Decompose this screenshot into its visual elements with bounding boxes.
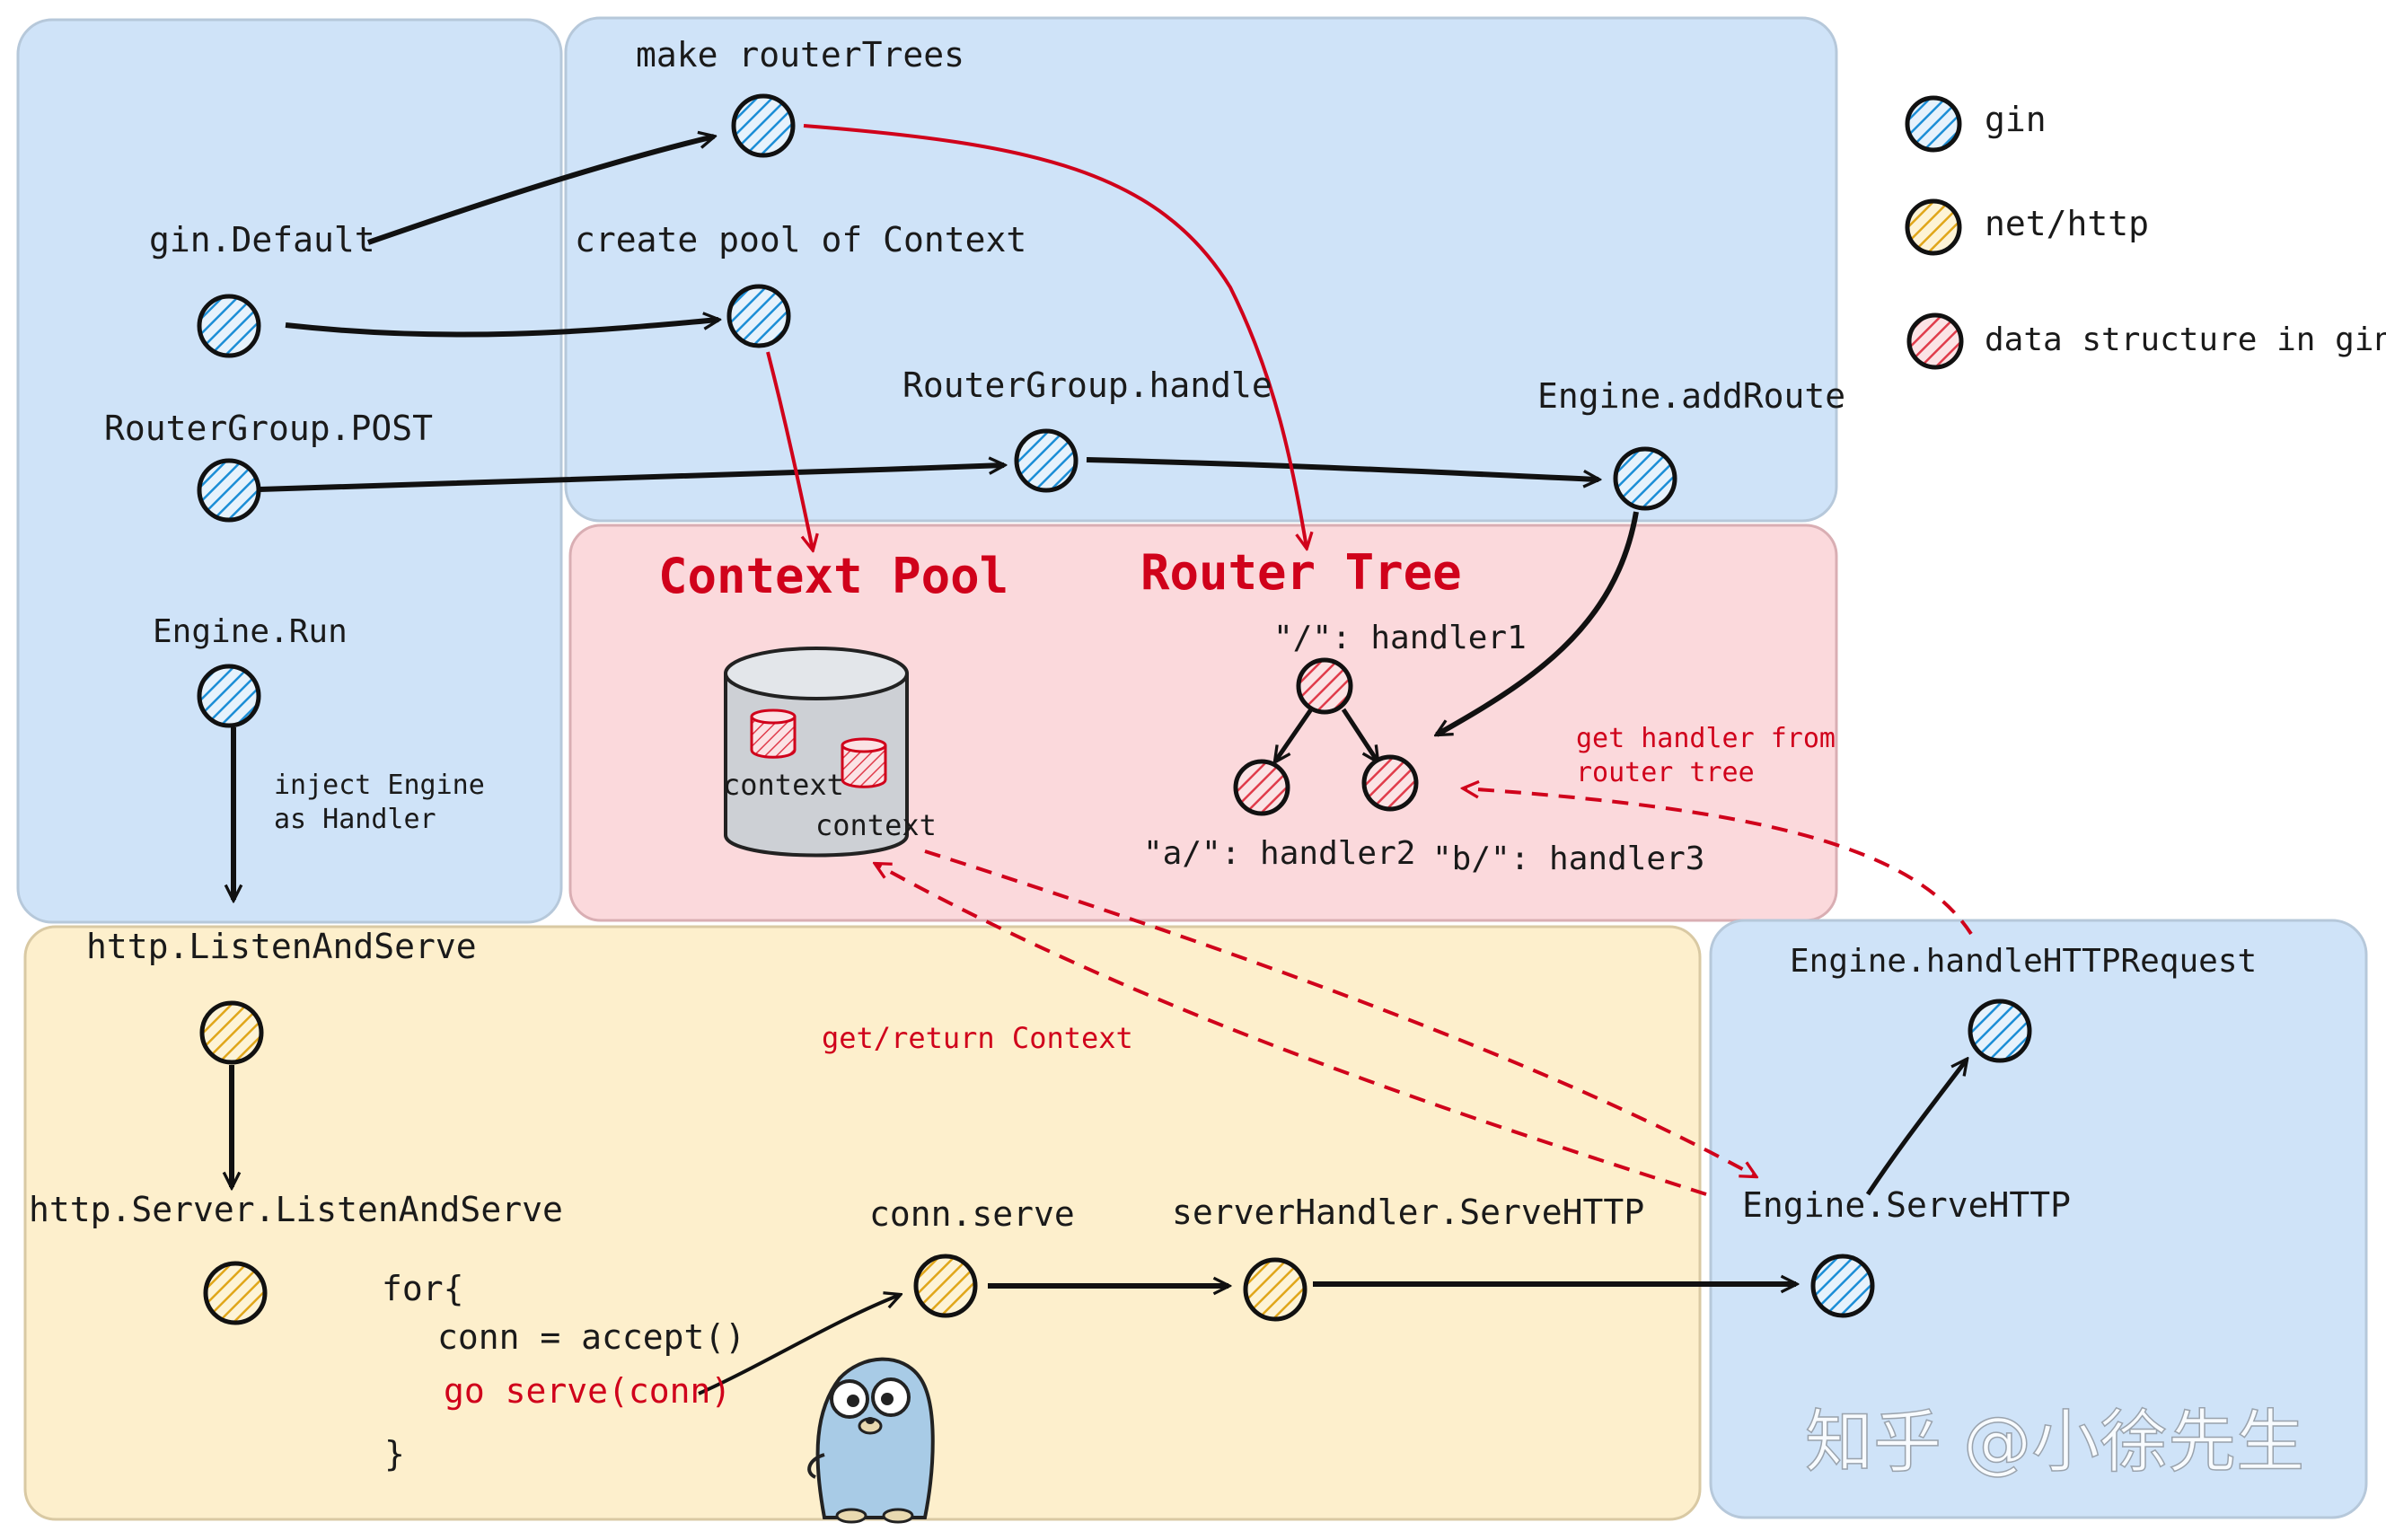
legend-gin-swatch (1905, 95, 1962, 153)
tree-node-a (1233, 759, 1290, 816)
arrow-context-pool-to-engine-serve (924, 849, 1756, 1176)
gin-node-router-group-post (197, 458, 261, 523)
label-handler3: "b/": handler3 (1432, 840, 1704, 877)
tree-node-root (1296, 657, 1353, 715)
code-accept: conn = accept() (437, 1317, 745, 1357)
nethttp-node-server-handler (1243, 1257, 1307, 1322)
label-server-handler-serve-http: serverHandler.ServeHTTP (1172, 1192, 1644, 1232)
code-for: for{ (382, 1269, 464, 1308)
gin-node-gin-default (197, 294, 261, 358)
arrow-go-serve-to-conn-serve (698, 1295, 900, 1395)
arrow-post-to-handle (231, 465, 1004, 493)
context-pool-cylinder (724, 647, 909, 858)
gin-node-engine-run (197, 664, 261, 728)
gin-serve-region (1709, 919, 2368, 1519)
nethttp-node-server-listen-and-serve (203, 1261, 268, 1325)
label-handler1: "/": handler1 (1273, 620, 1527, 656)
code-close-brace: } (384, 1434, 405, 1474)
legend-data-structure-swatch (1906, 312, 1964, 370)
arrow-engine-serve-to-context-pool (876, 864, 1707, 1196)
label-engine-handle-http-request: Engine.handleHTTPRequest (1790, 943, 2257, 980)
context-db-icon-2 (841, 737, 887, 788)
go-gopher-mascot (807, 1357, 935, 1524)
arrow-addroute-to-router-tree (1437, 511, 1639, 737)
label-context-2: context (815, 808, 937, 842)
title-router-tree: Router Tree (1140, 544, 1462, 601)
arrow-default-to-make-trees (367, 136, 714, 245)
label-router-group-handle: RouterGroup.handle (902, 365, 1272, 405)
gin-node-router-group-handle (1014, 428, 1079, 493)
label-get-handler-line2: router tree (1576, 757, 1755, 788)
label-make-router-trees: make routerTrees (636, 35, 964, 75)
label-gin-default: gin.Default (149, 220, 375, 260)
label-router-group-post: RouterGroup.POST (104, 409, 433, 448)
gin-node-engine-handle-http-request (1968, 999, 2032, 1063)
code-go-serve: go serve(conn) (444, 1371, 731, 1411)
label-engine-serve-http: Engine.ServeHTTP (1742, 1185, 2071, 1225)
label-inject-line1: inject Engine (274, 770, 485, 801)
nethttp-node-listen-and-serve (199, 1000, 264, 1065)
legend: gin net/http data structure in gin (1905, 95, 2386, 370)
label-get-return-context: get/return Context (822, 1021, 1133, 1055)
arrow-engine-serve-to-handle-request (1865, 1060, 1967, 1196)
arrow-root-to-b (1341, 708, 1378, 761)
gin-node-make-router-trees (731, 93, 796, 158)
gin-node-engine-add-route (1613, 446, 1677, 511)
label-create-pool: create pool of Context (575, 220, 1026, 260)
arrow-handle-request-to-router-tree (1464, 788, 1973, 936)
legend-nethttp-label: net/http (1985, 204, 2149, 243)
tree-node-b (1361, 754, 1419, 812)
gin-setup-region-top (564, 16, 1838, 523)
label-handler2: "a/": handler2 (1143, 835, 1415, 872)
legend-nethttp-swatch (1905, 198, 1962, 256)
label-http-listen-and-serve: http.ListenAndServe (86, 927, 477, 966)
label-engine-run: Engine.Run (153, 613, 348, 650)
label-get-handler-line1: get handler from (1576, 723, 1836, 754)
label-context-1: context (723, 768, 844, 802)
title-context-pool: Context Pool (658, 548, 1008, 604)
arrow-root-to-a (1275, 708, 1314, 761)
label-inject-line2: as Handler (274, 804, 436, 835)
legend-gin-label: gin (1985, 100, 2047, 139)
arrow-handle-to-addroute (1086, 457, 1598, 480)
gin-setup-region-left (16, 18, 563, 924)
arrow-default-to-create-pool (285, 320, 718, 338)
nethttp-node-conn-serve (913, 1254, 978, 1318)
gin-node-engine-serve-http (1810, 1254, 1875, 1318)
arrow-create-pool-to-context-pool (766, 351, 813, 550)
label-engine-add-route: Engine.addRoute (1537, 376, 1845, 416)
watermark-text: 知乎 @小徐先生 (1805, 1402, 2304, 1482)
label-http-server-listen-and-serve: http.Server.ListenAndServe (29, 1190, 563, 1229)
gin-node-create-pool (726, 284, 791, 348)
legend-data-structure-label: data structure in gin (1985, 321, 2386, 358)
label-conn-serve: conn.serve (869, 1194, 1075, 1234)
arrow-make-trees-to-router-tree (803, 124, 1307, 548)
context-db-icon-1 (750, 708, 797, 759)
